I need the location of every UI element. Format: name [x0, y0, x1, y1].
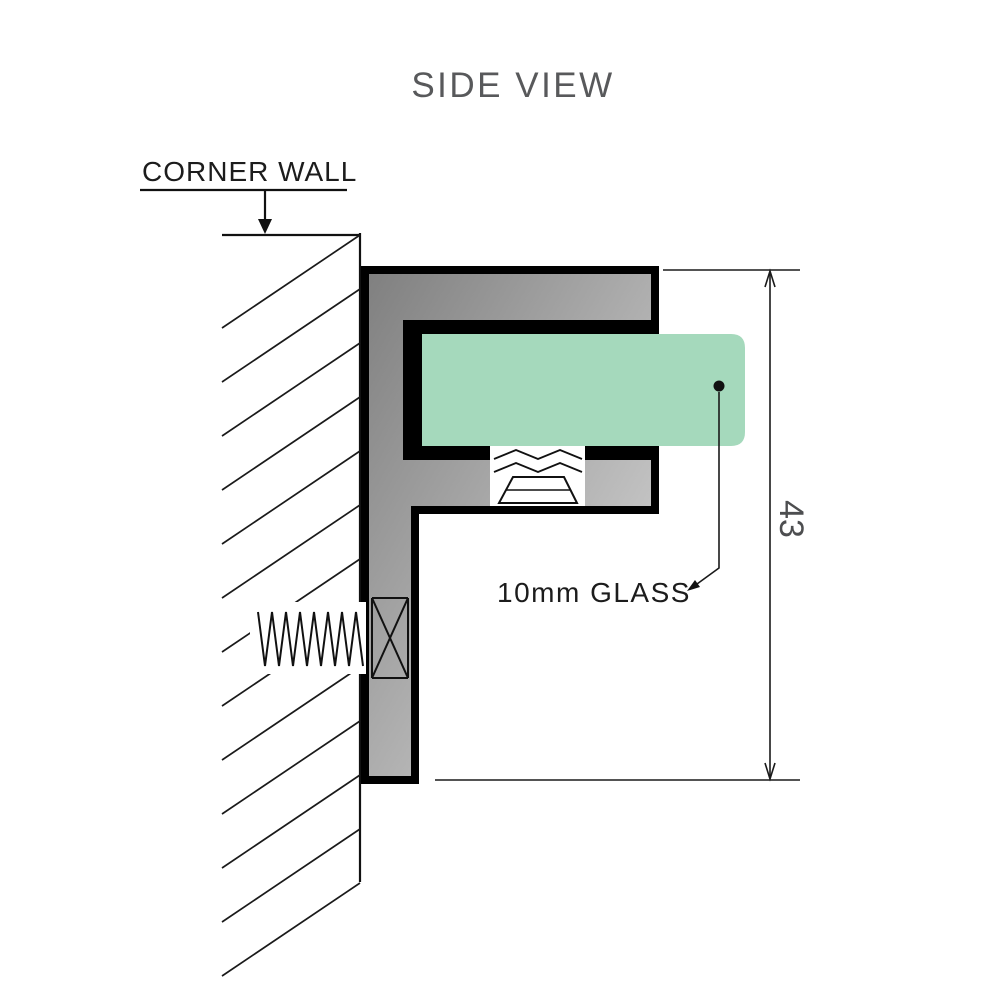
diagram-title: SIDE VIEW — [411, 66, 614, 105]
glass-leader-line — [696, 392, 720, 585]
dimension-43: 43 — [435, 268, 810, 782]
corner-wall-label: CORNER WALL — [142, 156, 357, 187]
glass-panel — [422, 334, 745, 446]
dimension-arrowheads-icon — [764, 268, 776, 782]
corner-wall-arrowhead-icon — [258, 219, 272, 234]
gasket-ridge-2 — [493, 462, 583, 473]
fixing-screw — [250, 597, 409, 679]
glass-leader-arrowhead-icon — [687, 580, 700, 591]
screw-threads — [257, 611, 364, 667]
screw-head — [371, 597, 409, 679]
gasket — [490, 446, 585, 506]
glass-label: 10mm GLASS — [497, 577, 691, 608]
glass-leader-dot — [713, 380, 725, 392]
dimension-label: 43 — [772, 500, 810, 538]
gasket-ridge-1 — [493, 449, 583, 460]
